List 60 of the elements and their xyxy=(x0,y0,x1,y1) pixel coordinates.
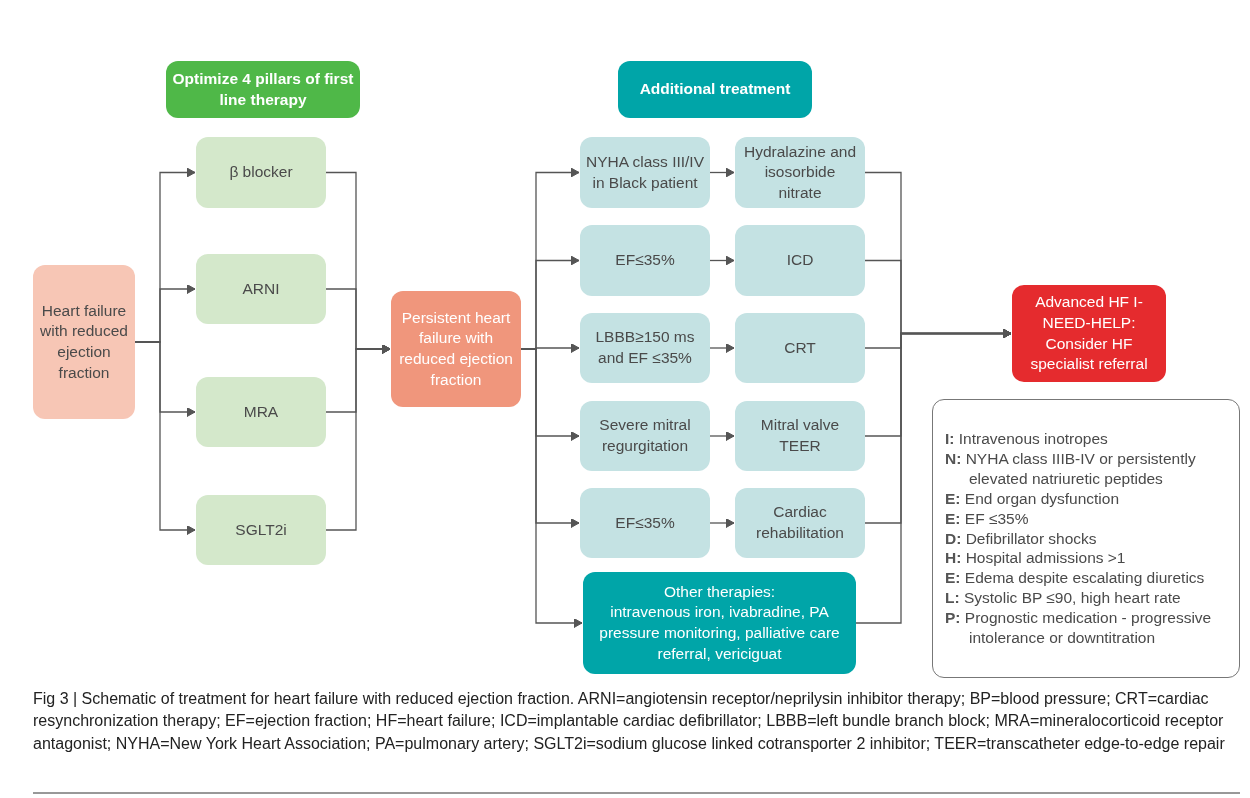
connector-arrow xyxy=(325,344,391,531)
node-text: Persistent heart failure with reduced ejection fraction xyxy=(398,307,514,390)
process-box xyxy=(580,401,710,471)
node-text: Cardiac rehabilitation xyxy=(755,502,845,543)
process-box xyxy=(1012,285,1166,382)
connector-arrow xyxy=(709,167,735,178)
process-box xyxy=(735,313,865,383)
header-box xyxy=(166,61,360,118)
process-box xyxy=(580,137,710,208)
node-text: SGLT2i xyxy=(235,519,287,540)
criteria-item: L: Systolic BP ≤90, high heart rate xyxy=(945,588,1181,608)
node-text: NYHA class III/IV in Black patient xyxy=(586,151,704,193)
connector-arrow xyxy=(709,255,735,266)
node-text: ICD xyxy=(786,250,814,271)
connector-arrow xyxy=(520,348,583,628)
node-text: Other therapies: xyxy=(663,581,776,602)
process-box xyxy=(735,137,865,208)
process-box xyxy=(735,225,865,296)
header-text: Additional treatment xyxy=(639,79,791,100)
process-box xyxy=(583,572,856,674)
process-box xyxy=(196,495,326,565)
node-text: EF≤35% xyxy=(615,512,675,533)
node-text: intravenous iron, ivabradine, PA pressure monitoring, palliative care referral, vericiguat xyxy=(598,602,841,664)
connector-arrow xyxy=(709,343,735,353)
node-text: MRA xyxy=(243,401,279,422)
node-text: Heart failure with reduced ejection fraction xyxy=(39,300,129,383)
node-text: Severe mitral regurgitation xyxy=(598,415,692,456)
connector-arrow xyxy=(709,431,735,441)
process-box xyxy=(735,401,865,471)
figure-caption: Fig 3 | Schematic of treatment for heart failure with reduced ejection fraction. ARNI=angiotensin receptor/neprilysin inhibitor therapy; BP=blood pressure; CRT=cardiac resynchronization therapy; EF=ejection fraction; HF=heart failure; ICD=implantable cardiac defibrillator; LBBB=left bundle branch block; MRA=mineralocorticoid receptor antagonist; NYHA=New York Heart Association; PA=pulmonary artery; SGLT2i=sodium glucose linked cotransporter 2 inhibitor; TEER=transcatheter edge-to-edge repair xyxy=(33,689,1226,754)
criteria-item: I: Intravenous inotropes xyxy=(945,429,1108,450)
connector-arrow xyxy=(709,518,735,528)
criteria-item: E: EF ≤35% xyxy=(945,508,1029,529)
process-box xyxy=(33,265,135,419)
process-box xyxy=(196,377,326,447)
node-text: LBBB≥150 ms and EF ≤35% xyxy=(594,327,696,368)
process-box xyxy=(391,291,521,407)
node-text: Mitral valve TEER xyxy=(759,415,841,456)
process-box xyxy=(196,137,326,208)
criteria-item: D: Defibrillator shocks xyxy=(945,528,1097,549)
header-text: Optimize 4 pillars of first line therapy xyxy=(172,68,354,110)
criteria-box xyxy=(932,399,1240,678)
node-text: β blocker xyxy=(229,162,293,183)
criteria-item: N: NYHA class IIIB-IV or persistently elevated natriuretic peptides xyxy=(945,449,1197,489)
process-box xyxy=(580,225,710,296)
node-text: ARNI xyxy=(242,278,280,299)
node-text: Advanced HF I-NEED-HELP: Consider HF specialist referral xyxy=(1029,292,1149,375)
header-box xyxy=(618,61,812,118)
node-text: EF≤35% xyxy=(615,250,675,271)
node-text: Hydralazine and isosorbide nitrate xyxy=(743,141,857,203)
process-box xyxy=(735,488,865,558)
process-box xyxy=(580,488,710,558)
process-box xyxy=(580,313,710,383)
criteria-item: E: Edema despite escalating diuretics xyxy=(945,568,1205,589)
process-box xyxy=(196,254,326,324)
node-text: CRT xyxy=(784,337,816,358)
criteria-item: P: Prognostic medication - progressive intolerance or downtitration xyxy=(945,607,1213,648)
connector-arrow xyxy=(134,341,196,535)
criteria-item: H: Hospital admissions >1 xyxy=(945,548,1126,569)
criteria-item: E: End organ dysfunction xyxy=(945,488,1120,509)
